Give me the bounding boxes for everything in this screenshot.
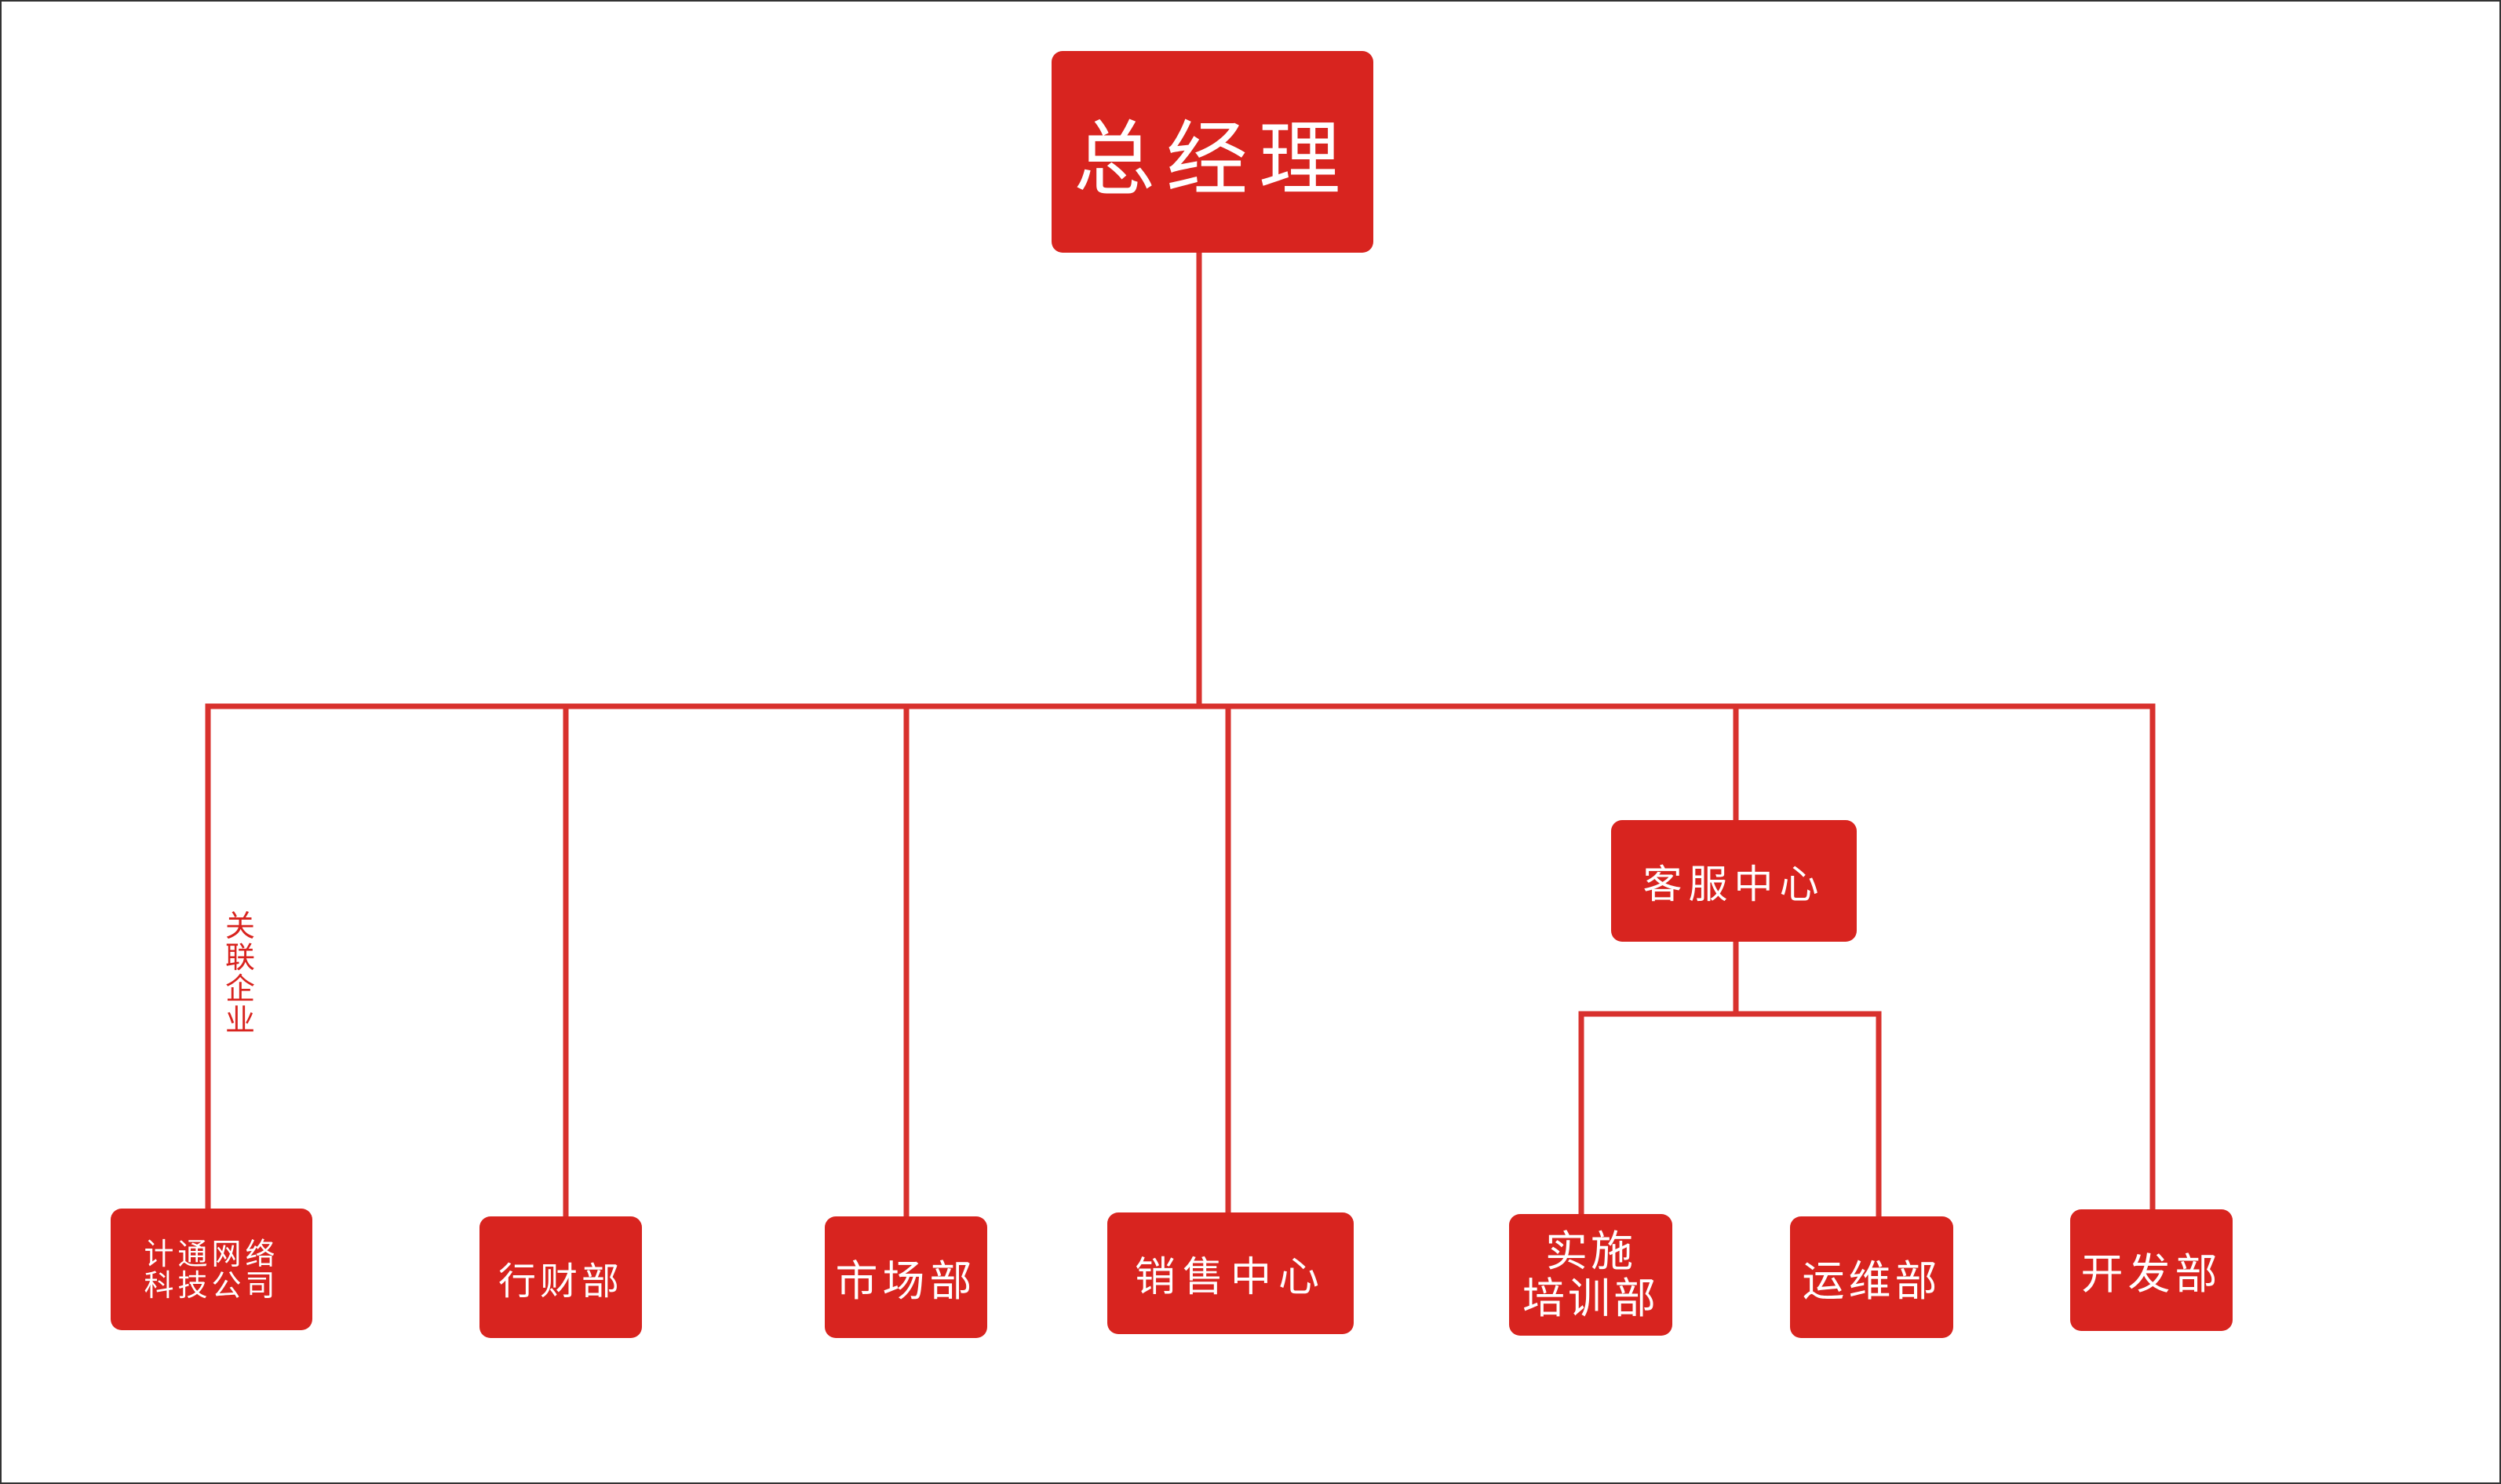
affiliate-company-label: 计通网络 科技公司 bbox=[144, 1236, 279, 1303]
affiliate-relation-label: 关 联 企 业 bbox=[224, 909, 255, 1037]
sales-center-label: 销售中心 bbox=[1134, 1254, 1326, 1301]
marketing-box: 市场部 bbox=[825, 1216, 987, 1338]
customer-service-label: 客服中心 bbox=[1642, 861, 1825, 907]
development-box: 开发部 bbox=[2070, 1209, 2233, 1331]
sales-center-box: 销售中心 bbox=[1107, 1212, 1354, 1334]
admin-finance-label: 行财部 bbox=[498, 1259, 623, 1304]
affiliate-company-box: 计通网络 科技公司 bbox=[111, 1209, 312, 1330]
marketing-label: 市场部 bbox=[835, 1256, 977, 1306]
operations-label: 运维部 bbox=[1802, 1256, 1941, 1306]
implementation-training-box: 实施 培训部 bbox=[1509, 1214, 1672, 1336]
general-manager-label: 总经理 bbox=[1073, 111, 1351, 207]
general-manager-box: 总经理 bbox=[1052, 51, 1373, 253]
admin-finance-box: 行财部 bbox=[479, 1216, 642, 1338]
implementation-training-label: 实施 培训部 bbox=[1522, 1226, 1659, 1323]
customer-service-box: 客服中心 bbox=[1611, 820, 1857, 942]
operations-box: 运维部 bbox=[1790, 1216, 1953, 1338]
development-label: 开发部 bbox=[2080, 1249, 2222, 1299]
